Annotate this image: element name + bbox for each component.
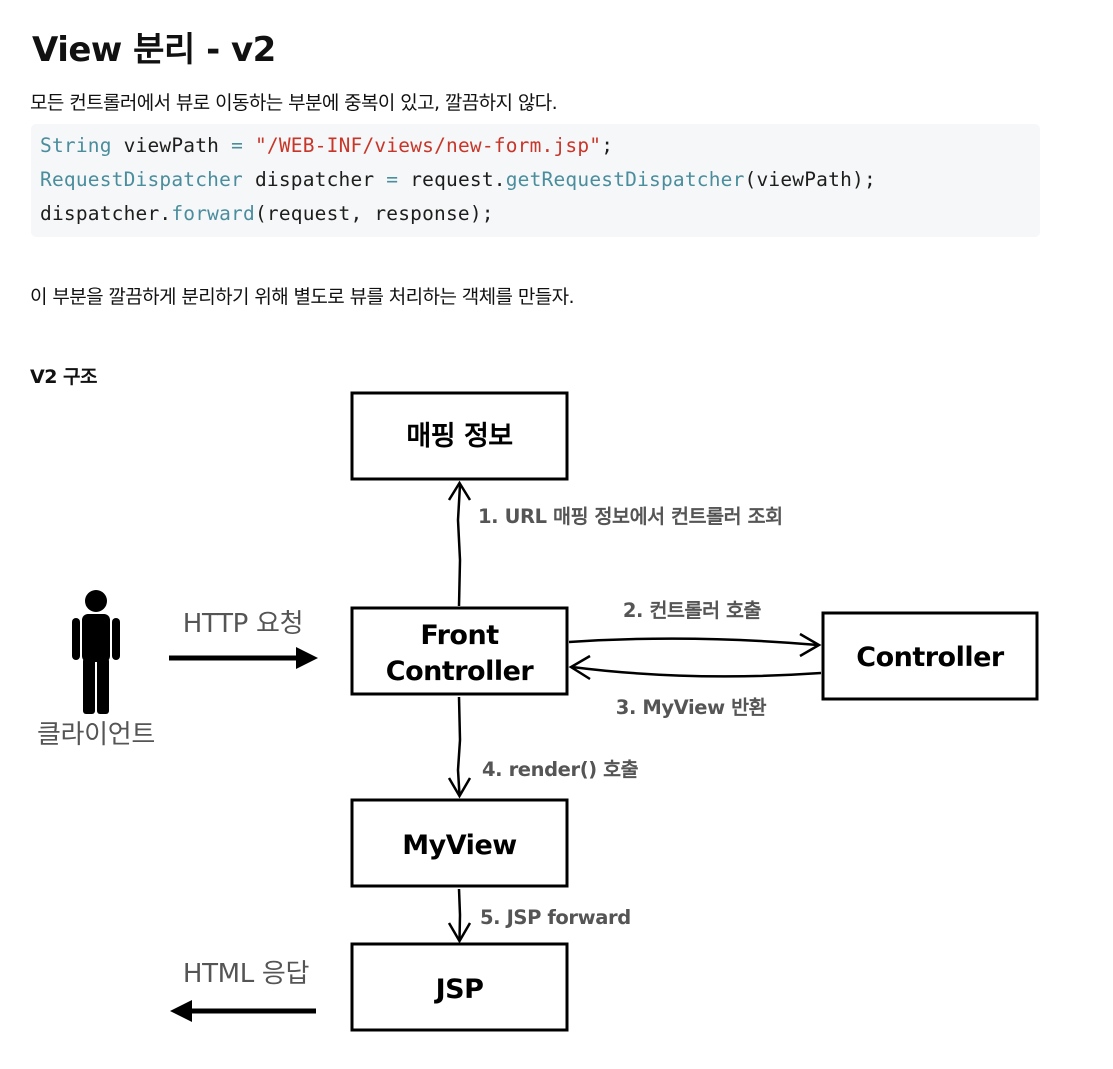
http-request-label: HTTP 요청	[183, 609, 304, 639]
code-token-receiver: dispatcher.	[40, 202, 172, 225]
controller-box	[821, 611, 1039, 701]
step3-label: 3. MyView 반환	[616, 696, 767, 719]
code-token-receiver: request.	[410, 168, 506, 191]
step4-label: 4. render() 호출	[482, 758, 639, 781]
step3-arrow	[568, 654, 822, 681]
step4-arrow	[447, 696, 472, 799]
front-controller-box	[350, 606, 569, 696]
front-controller-label-line1: Front	[420, 620, 499, 651]
step1-label: 1. URL 매핑 정보에서 컨트롤러 조회	[478, 505, 783, 528]
jsp-box	[350, 942, 569, 1032]
code-line-3: dispatcher.forward(request, response);	[40, 197, 1040, 231]
step2-arrow	[568, 632, 822, 658]
code-token-method: forward	[171, 202, 255, 225]
myview-label: MyView	[402, 830, 516, 861]
code-token-end: ;	[601, 134, 614, 157]
mapping-info-label: 매핑 정보	[406, 421, 512, 452]
section-heading: V2 구조	[30, 366, 98, 388]
code-token-type: RequestDispatcher	[40, 168, 243, 191]
jsp-label: JSP	[434, 974, 484, 1005]
html-response-label: HTML 응답	[183, 959, 309, 989]
code-line-2: RequestDispatcher dispatcher = request.g…	[40, 163, 1040, 197]
code-token-op: =	[386, 168, 399, 191]
code-token-op: =	[231, 134, 244, 157]
code-token-var: viewPath	[123, 134, 220, 157]
intro-paragraph: 모든 컨트롤러에서 뷰로 이동하는 부분에 중복이 있고, 깔끔하지 않다.	[30, 92, 558, 114]
code-token-args: (request, response);	[254, 202, 494, 225]
controller-label: Controller	[856, 642, 1005, 673]
client-label: 클라이언트	[37, 720, 155, 750]
followup-paragraph: 이 부분을 깔끔하게 분리하기 위해 별도로 뷰를 처리하는 객체를 만들자.	[30, 286, 575, 308]
code-token-string: "/WEB-INF/views/new-form.jsp"	[254, 134, 602, 157]
code-token-method: getRequestDispatcher	[505, 168, 745, 191]
http-request-arrow	[169, 647, 318, 669]
step1-arrow	[447, 480, 472, 607]
step2-label: 2. 컨트롤러 호출	[623, 599, 762, 622]
code-token-type: String	[40, 134, 112, 157]
front-controller-label-line2: Controller	[386, 656, 535, 687]
code-line-1: String viewPath = "/WEB-INF/views/new-fo…	[40, 129, 1040, 163]
code-block: String viewPath = "/WEB-INF/views/new-fo…	[31, 124, 1040, 237]
html-response-arrow	[170, 1000, 316, 1022]
person-icon	[72, 590, 120, 714]
step5-label: 5. JSP forward	[480, 906, 631, 929]
myview-box	[350, 798, 569, 888]
step5-arrow	[447, 888, 472, 944]
code-token-var: dispatcher	[254, 168, 375, 191]
page-title: View 분리 - v2	[32, 30, 276, 70]
mapping-info-box	[350, 391, 569, 481]
code-token-args: (viewPath);	[744, 168, 876, 191]
